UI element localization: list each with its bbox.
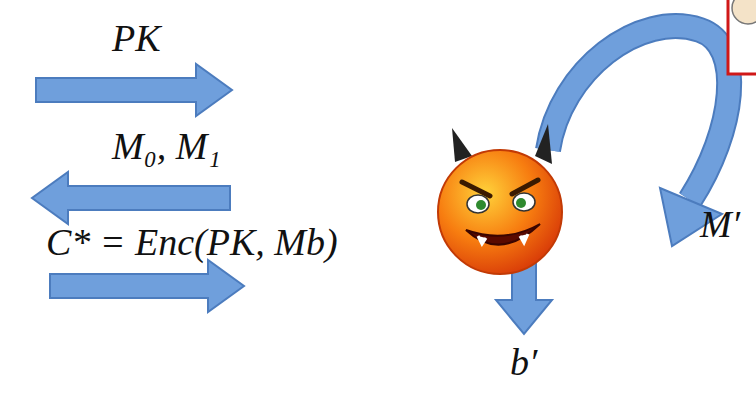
adversary-devil [438, 124, 562, 274]
math-label: M₀, M₁ [112, 126, 221, 168]
math-label: b′ [510, 342, 537, 384]
block-arrow [32, 172, 230, 224]
math-label: PK [112, 18, 161, 60]
block-arrow [36, 64, 232, 116]
math-label: C* = Enc(PK, Mb) [46, 222, 338, 264]
curved-arrow [548, 26, 729, 200]
curved-arrow [548, 26, 729, 200]
oracle-icon [732, 0, 756, 24]
block-arrow [50, 260, 244, 312]
math-label: M′ [700, 204, 740, 246]
